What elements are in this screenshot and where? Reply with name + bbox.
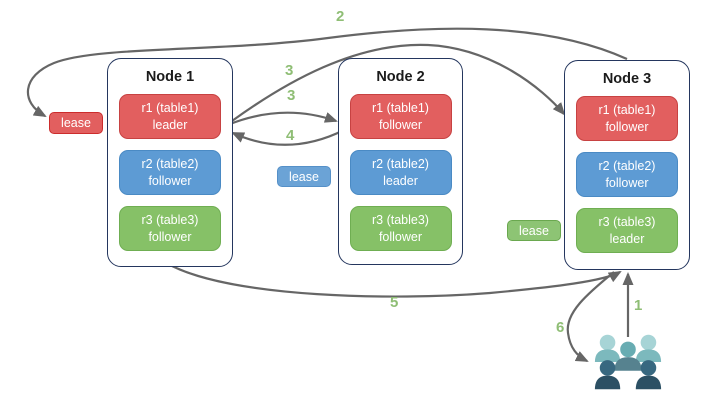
node-3: Node 3 r1 (table1) follower r2 (table2) … xyxy=(564,60,690,270)
node-2-title: Node 2 xyxy=(376,69,425,85)
node-2-replica-r2: r2 (table2) leader xyxy=(349,150,452,195)
replica-range-label: r2 (table2) xyxy=(598,159,656,174)
replica-role-label: follower xyxy=(148,229,192,244)
replica-role-label: leader xyxy=(609,231,645,246)
replica-role-label: follower xyxy=(148,173,192,188)
node-1-title: Node 1 xyxy=(145,69,195,85)
arrow-step-6-node3-to-users xyxy=(566,271,615,362)
replica-range-label: r1 (table1) xyxy=(141,101,199,116)
arrow-step-2-node3-to-lease xyxy=(27,27,628,117)
replica-range-label: r3 (table3) xyxy=(372,213,429,228)
replica-range-label: r1 (table1) xyxy=(372,101,429,116)
node-3-replica-r3: r3 (table3) leader xyxy=(576,208,678,253)
step-label-2: 2 xyxy=(336,8,345,25)
replica-range-label: r2 (table2) xyxy=(141,157,199,172)
replica-role-label: leader xyxy=(152,117,188,132)
arrow-step-4-node2-to-leader xyxy=(231,129,345,146)
node-2-replica-r3: r3 (table3) follower xyxy=(349,206,452,251)
step-label-3b: 3 xyxy=(287,87,296,104)
replica-role-label: follower xyxy=(605,175,649,190)
node-1-replica-r1: r1 (table1) leader xyxy=(119,94,221,139)
node-3-replica-r1: r1 (table1) follower xyxy=(576,96,678,141)
lease-badge-r1: lease xyxy=(49,112,103,134)
step-label-4: 4 xyxy=(286,127,295,144)
step-label-3a: 3 xyxy=(285,62,294,79)
lease-badge-r3: lease xyxy=(507,220,561,241)
replica-role-label: leader xyxy=(383,173,418,188)
replica-role-label: follower xyxy=(378,117,423,132)
node-1: Node 1 r1 (table1) leader r2 (table2) fo… xyxy=(107,58,233,267)
arrow-step-5-node1-to-node3 xyxy=(171,265,622,298)
replica-range-label: r1 (table1) xyxy=(598,103,656,118)
arrow-step-3-leader-to-node2 xyxy=(229,111,338,126)
arrow-step-3-leader-to-node3 xyxy=(231,43,566,122)
replica-role-label: follower xyxy=(378,229,423,244)
node-1-replica-r2: r2 (table2) follower xyxy=(119,150,221,195)
step-label-5: 5 xyxy=(390,294,399,311)
node-1-replica-r3: r3 (table3) follower xyxy=(119,206,221,251)
lease-badge-r2: lease xyxy=(277,166,331,187)
replica-range-label: r2 (table2) xyxy=(372,157,429,172)
users-group-icon xyxy=(594,334,662,390)
replica-range-label: r3 (table3) xyxy=(141,213,199,228)
replica-range-label: r3 (table3) xyxy=(598,215,656,230)
step-label-1: 1 xyxy=(634,297,643,314)
replica-role-label: follower xyxy=(605,119,649,134)
node-2-replica-r1: r1 (table1) follower xyxy=(349,94,452,139)
node-3-replica-r2: r2 (table2) follower xyxy=(576,152,678,197)
node-3-title: Node 3 xyxy=(602,71,652,87)
node-2: Node 2 r1 (table1) follower r2 (table2) … xyxy=(338,58,463,265)
step-label-6: 6 xyxy=(556,319,565,336)
